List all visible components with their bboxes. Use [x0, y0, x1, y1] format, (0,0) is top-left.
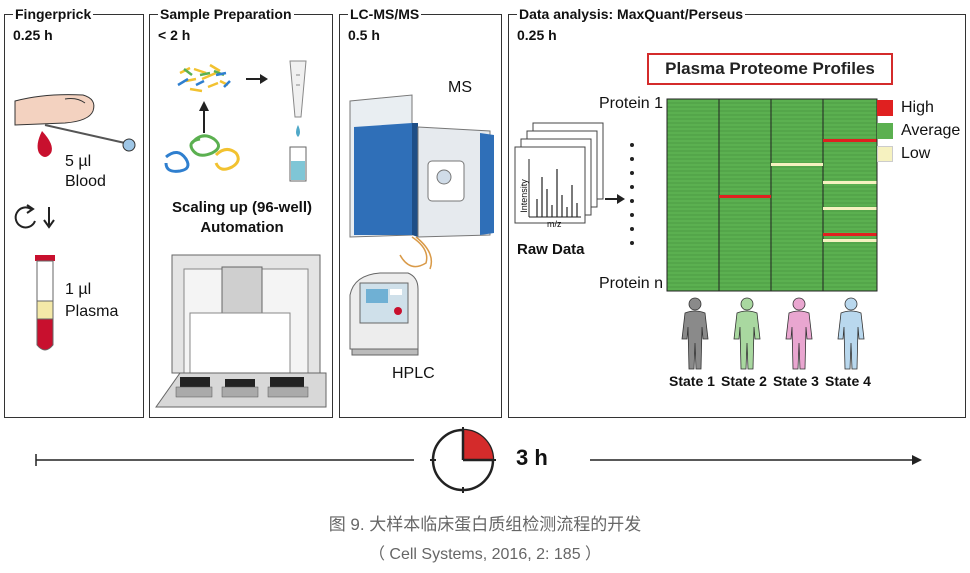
figure-citation: （ Cell Systems, 2016, 2: 185 ）: [368, 546, 602, 563]
ellipsis-dots: [630, 143, 634, 245]
panel-title: Sample Preparation: [158, 6, 294, 22]
legend-swatch-average: [877, 123, 893, 139]
plasma-label: Plasma: [65, 303, 119, 320]
plasma-volume: 1 µl: [65, 281, 92, 298]
blood-label: Blood: [65, 173, 106, 190]
panel-sample-preparation: Sample Preparation < 2 h Scaling up (96-…: [149, 7, 333, 418]
state-label: State 4: [825, 373, 871, 389]
heat-cell-low: [771, 163, 823, 166]
panel-time: < 2 h: [158, 27, 191, 43]
proteome-title: Plasma Proteome Profiles: [665, 59, 875, 78]
legend-label: Low: [901, 145, 931, 162]
heat-cell-high: [719, 195, 771, 198]
legend-label: Average: [901, 122, 961, 139]
ms-label: MS: [448, 79, 472, 96]
finger-lancet-icon: [14, 94, 136, 157]
panel-time: 0.25 h: [13, 27, 53, 43]
protein-digestion-icon: [164, 60, 307, 182]
panel-lcms: LC-MS/MS 0.5 h MS HPLC: [339, 7, 502, 418]
scaling-line2: Automation: [200, 219, 284, 236]
scaling-line1: Scaling up (96-well): [171, 199, 313, 216]
liquid-handling-robot-icon: [155, 254, 327, 408]
cycle-arrow-icon: [14, 204, 55, 229]
proteome-heatmap: [666, 98, 878, 292]
heat-cell-high: [823, 233, 877, 236]
legend-swatch-high: [877, 100, 893, 116]
heat-cell-low: [823, 181, 877, 184]
panel-title: Fingerprick: [13, 6, 94, 22]
panel-title: LC-MS/MS: [348, 6, 422, 22]
panel-time: 0.5 h: [348, 27, 380, 43]
legend-high: High: [877, 99, 934, 117]
panel-data-analysis: Data analysis: MaxQuant/Perseus 0.25 h P…: [508, 7, 966, 418]
legend-average: Average: [877, 122, 960, 140]
raw-data-label: Raw Data: [517, 241, 585, 258]
person-icon-state3: [785, 297, 813, 370]
intensity-label: Intensity: [518, 179, 529, 213]
panel-fingerprick: Fingerprick 0.25 h 5 µl Blood 1 µl Plasm…: [4, 7, 144, 418]
protein-first-label: Protein 1: [599, 95, 664, 112]
person-icon-state1: [681, 297, 709, 370]
figure-caption: 图 9. 大样本临床蛋白质组检测流程的开发: [328, 515, 642, 534]
heat-cell-low: [823, 207, 877, 210]
heat-cell-high: [823, 139, 877, 142]
person-icon-state2: [733, 297, 761, 370]
hplc-label: HPLC: [392, 365, 435, 382]
blood-volume: 5 µl: [65, 153, 92, 170]
timeline: [35, 454, 922, 466]
legend-low: Low: [877, 145, 930, 163]
mass-spectrometer-icon: [349, 94, 494, 270]
heat-cell-low: [823, 239, 877, 242]
raw-spectra-icon: [514, 122, 625, 224]
hplc-icon: [349, 272, 419, 356]
mz-label: m/z: [547, 219, 562, 229]
legend-swatch-low: [877, 146, 893, 162]
plasma-tube-icon: [35, 255, 55, 351]
legend-label: High: [901, 99, 934, 116]
state-label: State 2: [721, 373, 767, 389]
proteome-title-box: Plasma Proteome Profiles: [647, 53, 893, 85]
total-time: 3 h: [516, 445, 548, 470]
clock-icon: [430, 427, 496, 493]
panel-title: Data analysis: MaxQuant/Perseus: [517, 6, 746, 22]
protein-last-label: Protein n: [599, 275, 664, 292]
person-icon-state4: [837, 297, 865, 370]
state-label: State 3: [773, 373, 819, 389]
panel-time: 0.25 h: [517, 27, 557, 43]
state-label: State 1: [669, 373, 715, 389]
